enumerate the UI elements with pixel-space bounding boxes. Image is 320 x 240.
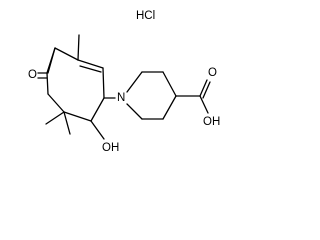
salt-label: HCl: [136, 10, 155, 22]
bond-cd-n: [126, 103, 143, 120]
ketone-oxygen-label: O: [28, 69, 37, 81]
bond-cb-c4: [162, 71, 177, 97]
bond-gem-methyl-2: [63, 111, 71, 135]
bond-cooh-oh: [199, 95, 209, 114]
bond-cooh-co-2: [202, 81, 211, 99]
piperidine-ring: [126, 71, 177, 120]
hydroxyl-label: OH: [102, 142, 119, 154]
acid-hydroxyl-label: OH: [203, 116, 220, 128]
bond-c1-c2: [63, 111, 92, 122]
nitrogen-label: N: [117, 92, 125, 104]
bond-ring-oh: [90, 120, 105, 140]
bond-c4-cc: [162, 95, 177, 120]
bond-cooh-co-1: [199, 79, 208, 97]
carboxylic-acid: [175, 79, 211, 114]
bond-c5-c6-double-inner: [79, 65, 102, 73]
bond-methyl-top: [77, 34, 80, 61]
bond-gem-methyl-1: [45, 111, 65, 125]
acid-carbonyl-oxygen-label: O: [208, 67, 217, 79]
bond-c3-c4: [46, 72, 49, 95]
bond-c7-c1: [90, 97, 105, 122]
bond-n-ca: [126, 71, 143, 93]
bond-ketone-1: [47, 47, 56, 74]
bond-c2-c3: [47, 93, 65, 113]
bond-c4-c5: [54, 47, 79, 61]
bond-c5-c6-double: [77, 59, 104, 69]
ketone-bond: [37, 47, 56, 79]
chemical-structure: HCl O OH N O OH: [28, 10, 220, 154]
cycloheptenone-ring: [46, 47, 105, 122]
bond-c6-c7: [102, 67, 105, 99]
